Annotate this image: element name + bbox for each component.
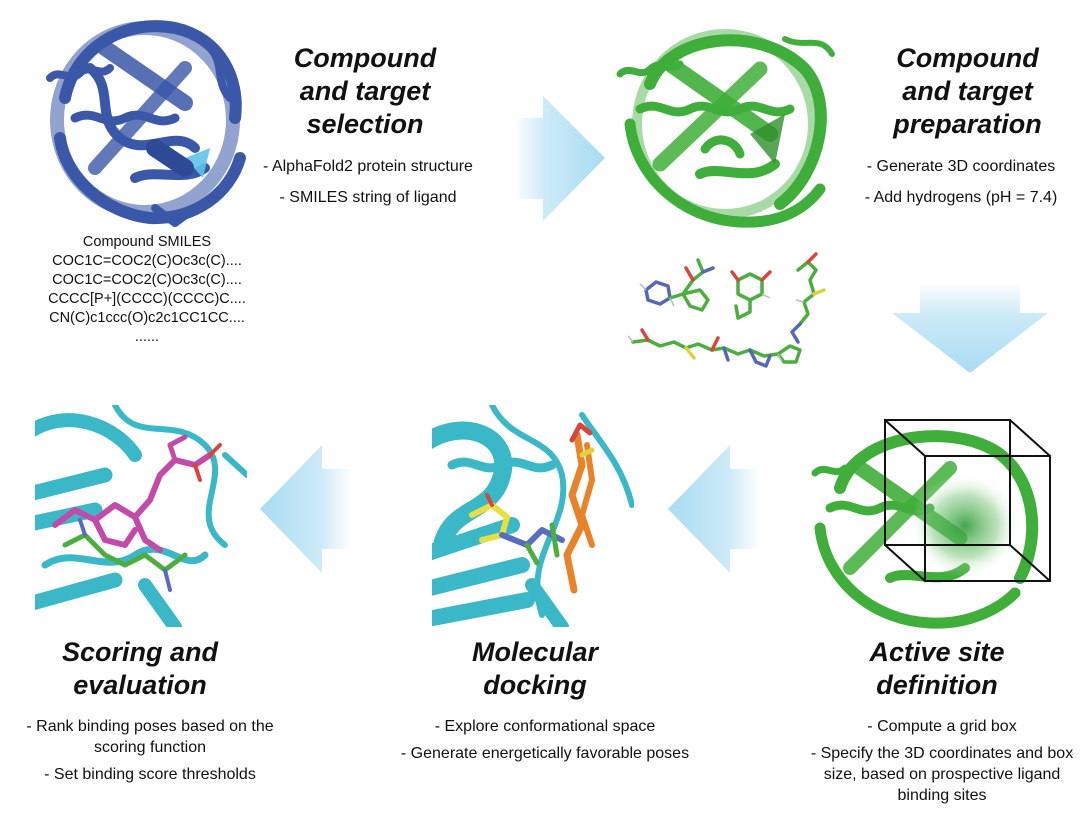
arrow-left <box>668 445 760 573</box>
docking-poses-view <box>432 405 634 627</box>
smiles-heading: Compound SMILES <box>82 234 212 250</box>
arrow-left <box>260 445 352 573</box>
selection-bullets: - AlphaFold2 protein structure - SMILES … <box>263 158 473 206</box>
ligand-3d-structures <box>628 252 826 368</box>
arrow-right <box>513 96 605 221</box>
arrow-down <box>892 283 1048 373</box>
blue-protein-structure <box>46 20 246 227</box>
scoring-pose-view <box>35 405 247 627</box>
selection-title: Compound and target selection <box>293 43 437 139</box>
active-site-title: Active site definition <box>869 637 1005 700</box>
active-site-bullets: - Compute a grid box - Specify the 3D co… <box>810 718 1074 804</box>
preparation-title: Compound and target preparation <box>893 43 1042 139</box>
scoring-bullets: - Rank binding poses based on the scorin… <box>26 718 274 783</box>
docking-bullets: - Explore conformational space - Generat… <box>400 718 690 762</box>
smiles-line: COC1C=COC2(C)Oc3c(C).... <box>52 253 242 269</box>
compound-smiles-list: Compound SMILES COC1C=COC2(C)Oc3c(C)....… <box>22 233 272 347</box>
smiles-line: ...... <box>134 329 160 345</box>
smiles-line: CN(C)c1ccc(O)c2c1CC1CC.... <box>49 310 245 326</box>
smiles-line: CCCC[P+](CCCC)(CCCC)C.... <box>48 291 246 307</box>
green-protein-structure <box>616 29 835 228</box>
docking-title: Molecular docking <box>471 637 599 700</box>
scoring-title: Scoring and evaluation <box>61 637 218 700</box>
preparation-bullets: - Generate 3D coordinates - Add hydrogen… <box>864 158 1058 206</box>
active-site-grid-box <box>811 419 1051 629</box>
smiles-line: COC1C=COC2(C)Oc3c(C).... <box>52 272 242 288</box>
